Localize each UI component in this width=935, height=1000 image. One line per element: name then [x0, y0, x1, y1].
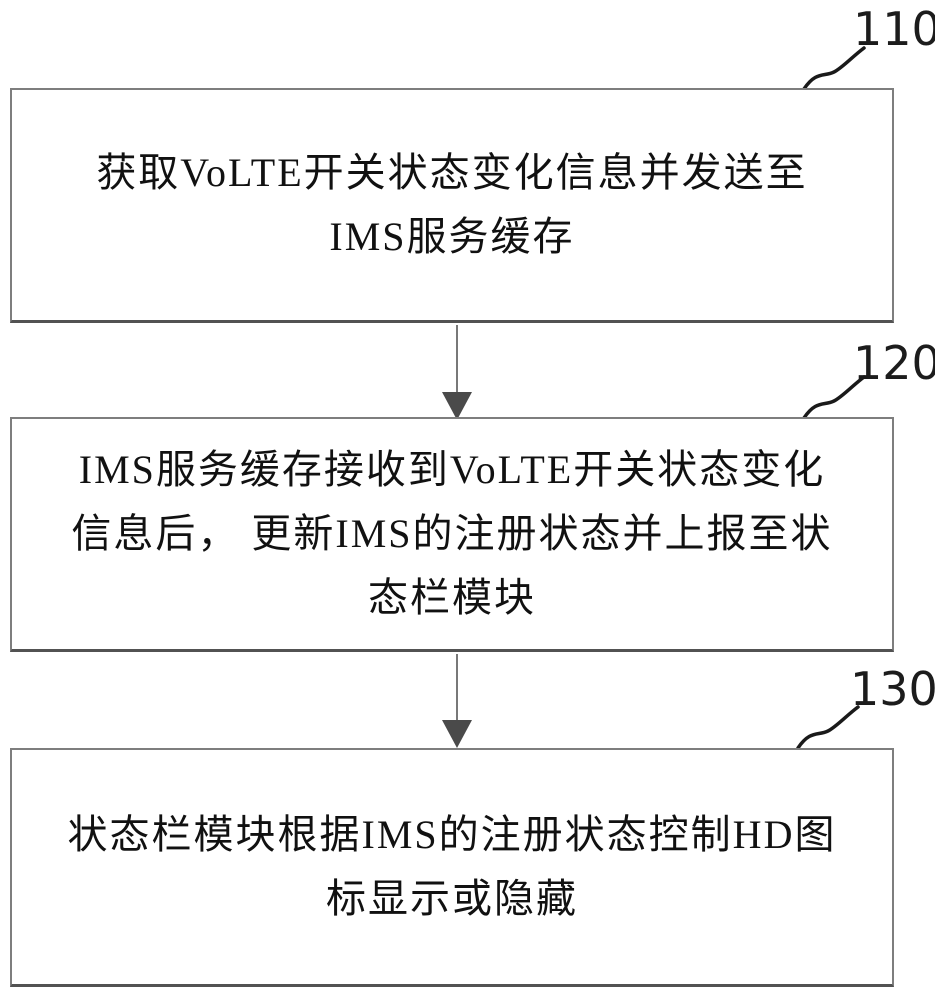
arrow-head-icon	[442, 392, 472, 420]
leader-squiggle-110	[800, 45, 870, 93]
leader-squiggle-120	[800, 374, 870, 422]
step-110-text-line: 获取VoLTE开关状态变化信息并发送至	[96, 141, 807, 205]
step-130-text-line: 状态栏模块根据IMS的注册状态控制HD图	[68, 803, 837, 867]
flow-arrow-1	[442, 325, 472, 420]
step-box-130: 状态栏模块根据IMS的注册状态控制HD图 标显示或隐藏	[10, 748, 894, 987]
flow-arrow-2	[442, 654, 472, 748]
step-120-text-line: 信息后， 更新IMS的注册状态并上报至状	[71, 502, 832, 566]
step-120-text-line: 态栏模块	[368, 566, 536, 630]
arrow-head-icon	[442, 720, 472, 748]
leader-squiggle-130	[794, 704, 864, 752]
step-box-120: IMS服务缓存接收到VoLTE开关状态变化 信息后， 更新IMS的注册状态并上报…	[10, 417, 894, 652]
step-box-110: 获取VoLTE开关状态变化信息并发送至 IMS服务缓存	[10, 88, 894, 323]
step-130-text-line: 标显示或隐藏	[326, 867, 578, 931]
step-110-text-line: IMS服务缓存	[329, 205, 574, 269]
arrow-shaft	[456, 325, 458, 392]
step-120-text-line: IMS服务缓存接收到VoLTE开关状态变化	[79, 438, 826, 502]
arrow-shaft	[456, 654, 458, 720]
